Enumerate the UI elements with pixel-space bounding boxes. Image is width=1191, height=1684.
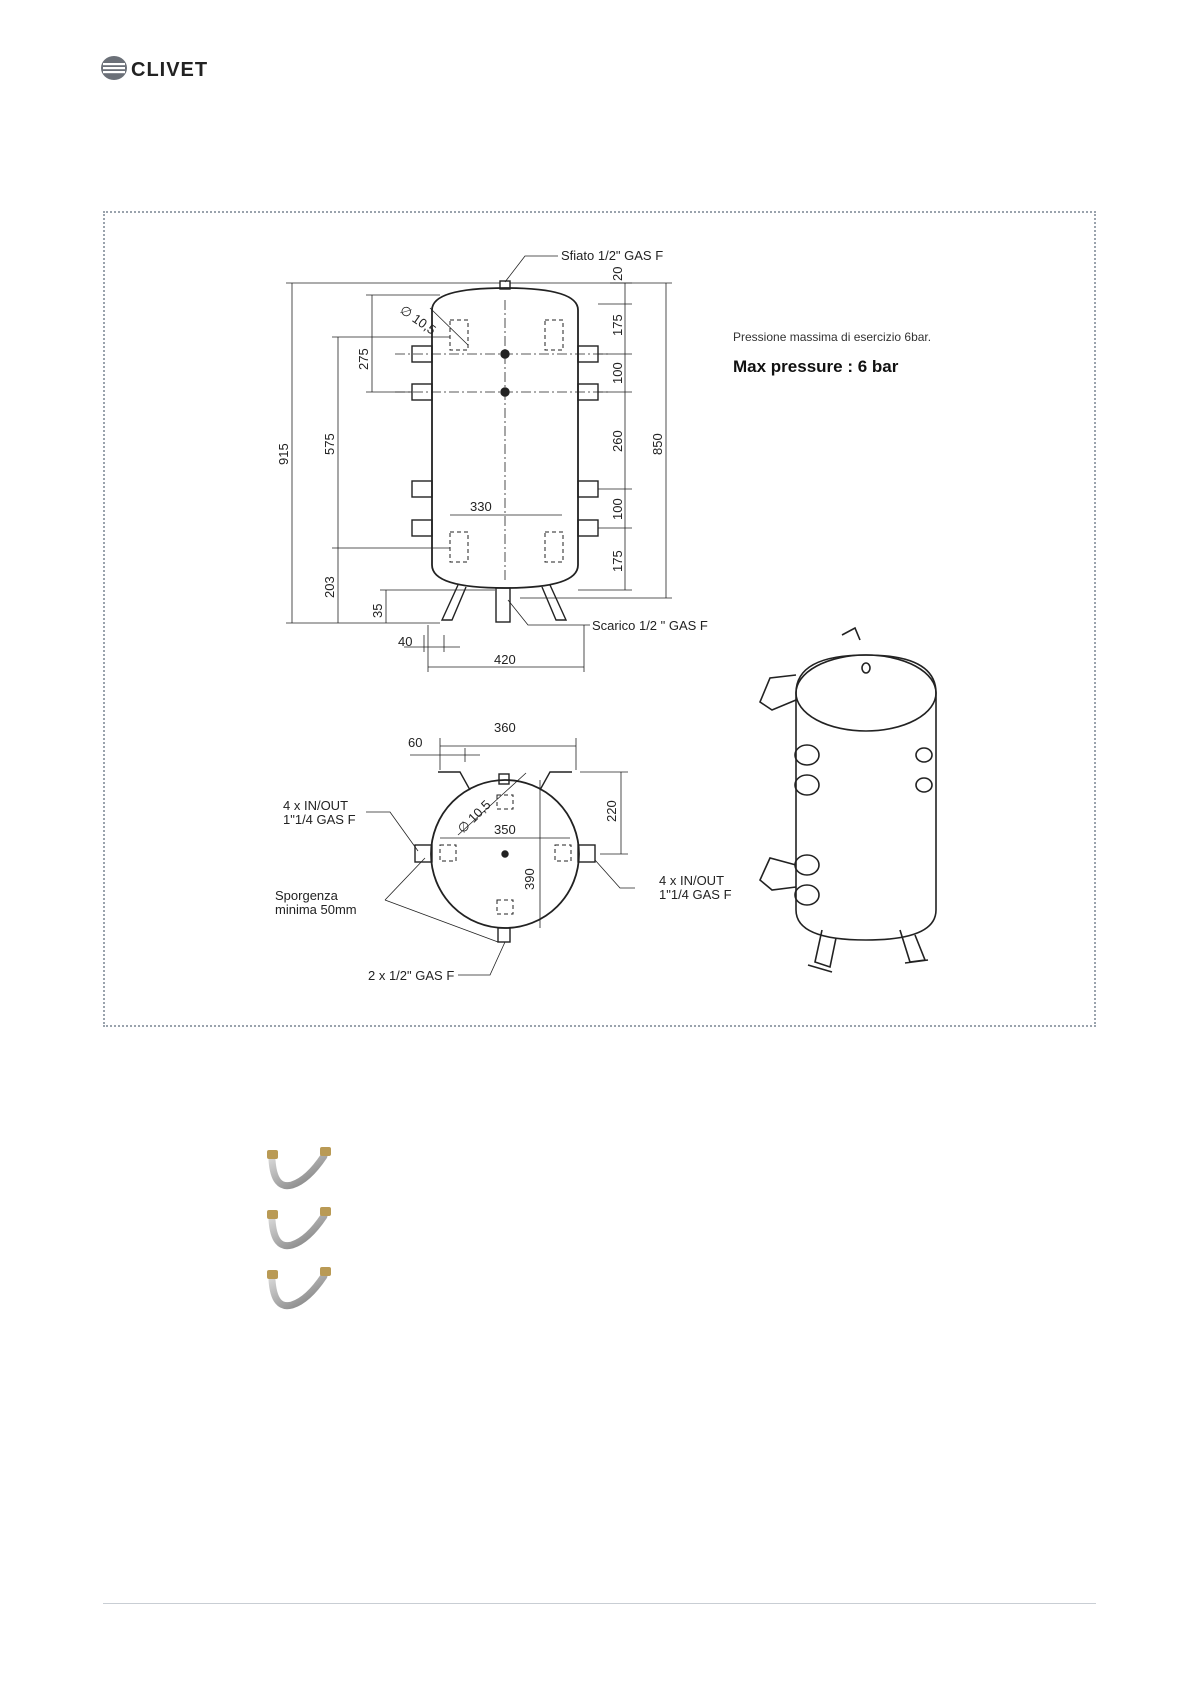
vent-label: Sfiato 1/2" GAS F <box>561 248 663 263</box>
dim-60: 60 <box>408 735 422 750</box>
max-pressure-note-it: Pressione massima di esercizio 6bar. <box>733 330 931 344</box>
dim-100-bottom: 100 <box>610 498 625 520</box>
dim-260: 260 <box>610 430 625 452</box>
dim-35: 35 <box>370 604 385 618</box>
dim-360: 360 <box>494 720 516 735</box>
dim-20: 20 <box>610 267 625 281</box>
drain-label: Scarico 1/2 " GAS F <box>592 618 708 633</box>
dim-100-top: 100 <box>610 362 625 384</box>
hose-icon <box>267 1147 331 1186</box>
dim-850: 850 <box>650 433 665 455</box>
dim-175-bottom: 175 <box>610 550 625 572</box>
footer-divider <box>103 1603 1096 1604</box>
dim-350: 350 <box>494 822 516 837</box>
dim-575: 575 <box>322 433 337 455</box>
dim-330: 330 <box>470 499 492 514</box>
max-pressure-note-en: Max pressure : 6 bar <box>733 357 898 377</box>
top-diameter-label: ∅ 10,5 <box>455 797 494 836</box>
hose-icon <box>267 1267 331 1306</box>
dim-175-top: 175 <box>610 314 625 336</box>
protrusion-line1: Sporgenza <box>275 888 339 903</box>
dim-203: 203 <box>322 576 337 598</box>
inout-left-line2: 1"1/4 GAS F <box>283 812 356 827</box>
dim-275: 275 <box>356 348 371 370</box>
inout-right-line1: 4 x IN/OUT <box>659 873 724 888</box>
dim-420: 420 <box>494 652 516 667</box>
isometric-tank-view <box>760 628 936 972</box>
hose-icon <box>267 1207 331 1246</box>
dim-390: 390 <box>522 868 537 890</box>
inout-left-line1: 4 x IN/OUT <box>283 798 348 813</box>
flexible-hoses-image <box>262 1140 342 1340</box>
inout-right-line2: 1"1/4 GAS F <box>659 887 732 902</box>
gas-bottom-label: 2 x 1/2" GAS F <box>368 968 454 983</box>
dim-220: 220 <box>604 800 619 822</box>
dim-915: 915 <box>276 443 291 465</box>
tank-technical-drawing: Sfiato 1/2" GAS F Scarico 1/2 " GAS F ∅ … <box>0 0 1191 1050</box>
dim-40: 40 <box>398 634 412 649</box>
protrusion-line2: minima 50mm <box>275 902 357 917</box>
